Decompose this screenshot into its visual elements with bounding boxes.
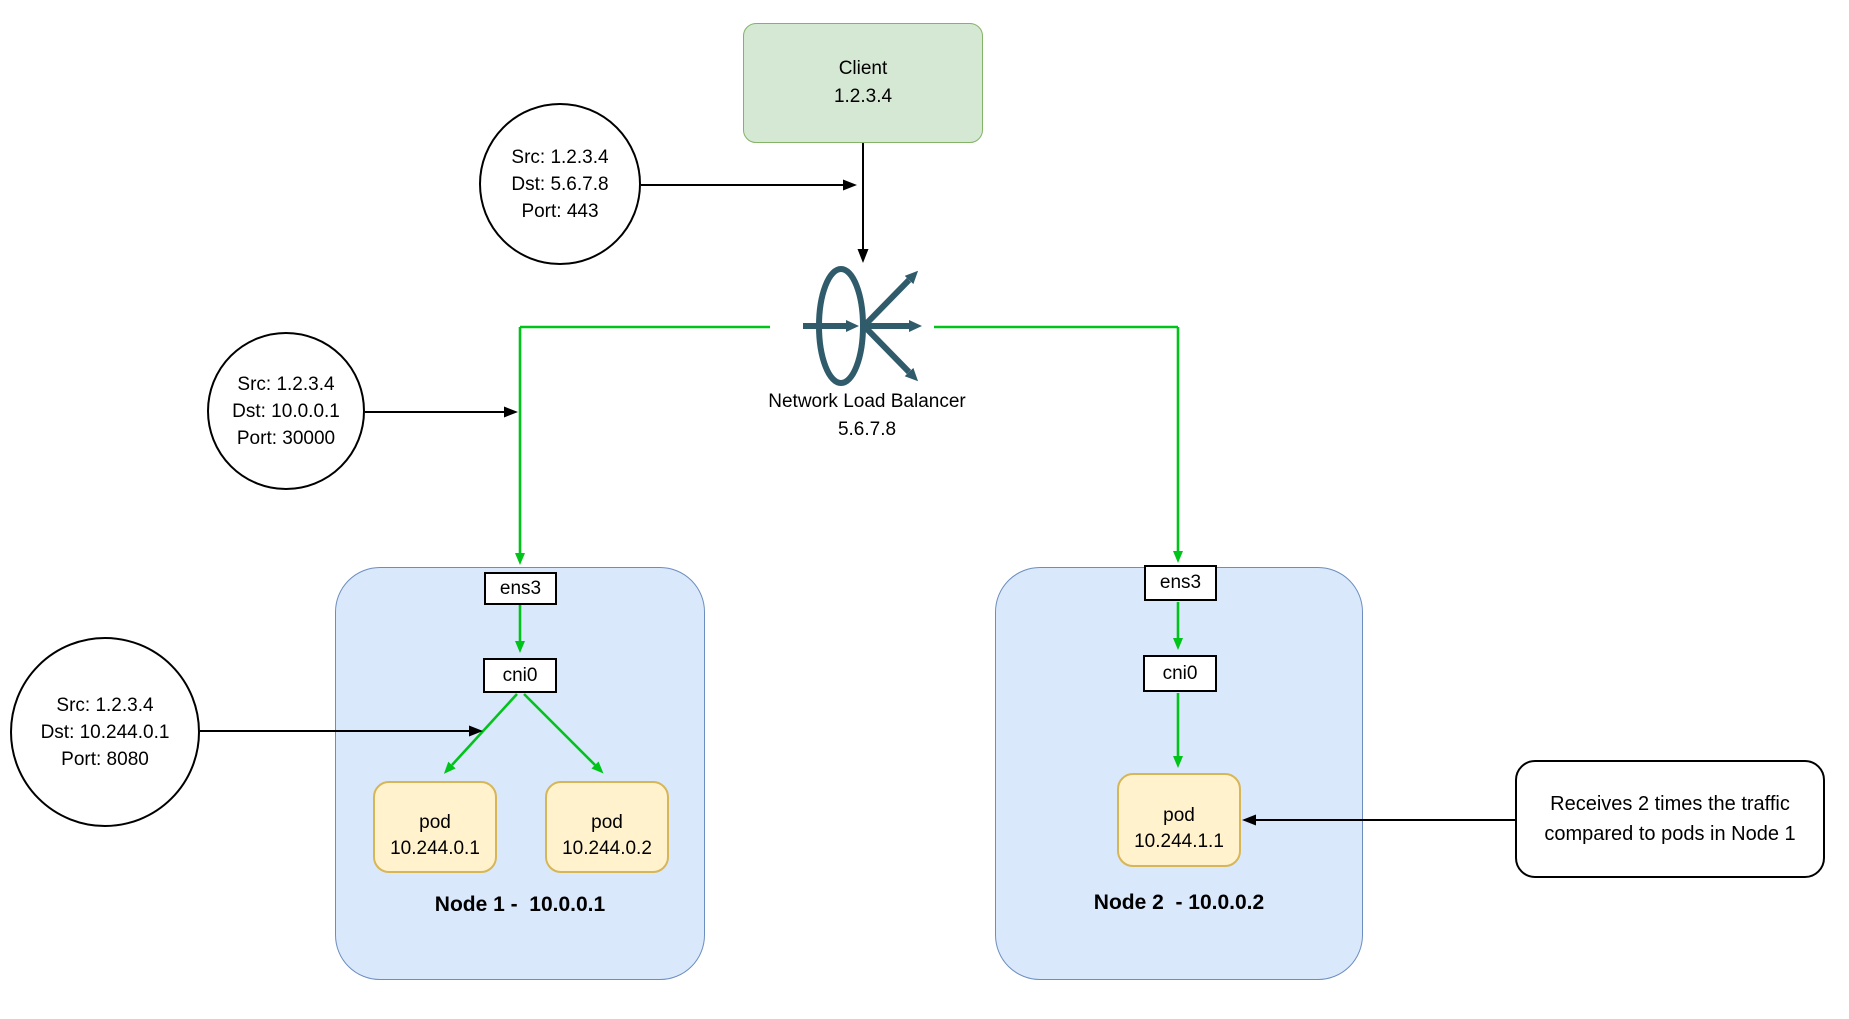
pod-ip: 10.244.0.1 [390, 838, 480, 859]
packet-circle-2: Src: 1.2.3.4 Dst: 10.0.0.1 Port: 30000 [207, 332, 365, 490]
pod-ip: 10.244.1.1 [1134, 831, 1224, 852]
node2-ens3-box: ens3 [1144, 565, 1217, 601]
packet-port: Port: 443 [521, 200, 599, 222]
pod-ip: 10.244.0.2 [562, 838, 652, 859]
packet-circle-3: Src: 1.2.3.4 Dst: 10.244.0.1 Port: 8080 [10, 637, 200, 827]
callout-line: Receives 2 times the traffic [1550, 793, 1790, 815]
load-balancer-label: Network Load Balancer 5.6.7.8 [717, 388, 1017, 444]
packet-dst: Dst: 5.6.7.8 [511, 173, 609, 195]
client-box: Client 1.2.3.4 [743, 23, 983, 143]
pod-name: pod [1163, 805, 1195, 826]
pod-name: pod [591, 812, 623, 833]
node2-label: Node 2 - 10.0.0.2 [1093, 891, 1265, 914]
node2-cni0-box: cni0 [1143, 655, 1217, 692]
bridge-label: cni0 [1162, 662, 1198, 684]
packet-src: Src: 1.2.3.4 [237, 373, 335, 395]
node1-ens3-box: ens3 [484, 572, 557, 605]
traffic-callout-box: Receives 2 times the traffic compared to… [1515, 760, 1825, 878]
packet-circle-1: Src: 1.2.3.4 Dst: 5.6.7.8 Port: 443 [479, 103, 641, 265]
nic-label: ens3 [499, 577, 542, 599]
bridge-label: cni0 [502, 664, 538, 686]
callout-line: compared to pods in Node 1 [1544, 823, 1796, 845]
node1-container [335, 567, 705, 980]
packet-src: Src: 1.2.3.4 [511, 146, 609, 168]
node1-pod2-box: pod 10.244.0.2 [545, 781, 669, 873]
packet-port: Port: 30000 [236, 427, 336, 449]
pod-name: pod [419, 812, 451, 833]
load-balancer-name: Network Load Balancer [768, 391, 966, 412]
packet-dst: Dst: 10.244.0.1 [40, 721, 170, 743]
node2-pod1-box: pod 10.244.1.1 [1117, 773, 1241, 867]
node1-label: Node 1 - 10.0.0.1 [434, 893, 606, 916]
client-name: Client [838, 58, 888, 79]
nic-label: ens3 [1159, 572, 1202, 593]
load-balancer-ip: 5.6.7.8 [837, 419, 897, 440]
node1-pod1-box: pod 10.244.0.1 [373, 781, 497, 873]
packet-src: Src: 1.2.3.4 [56, 694, 154, 716]
client-ip: 1.2.3.4 [833, 86, 893, 107]
packet-port: Port: 8080 [61, 748, 149, 770]
node1-cni0-box: cni0 [483, 658, 557, 693]
packet-dst: Dst: 10.0.0.1 [232, 400, 340, 422]
